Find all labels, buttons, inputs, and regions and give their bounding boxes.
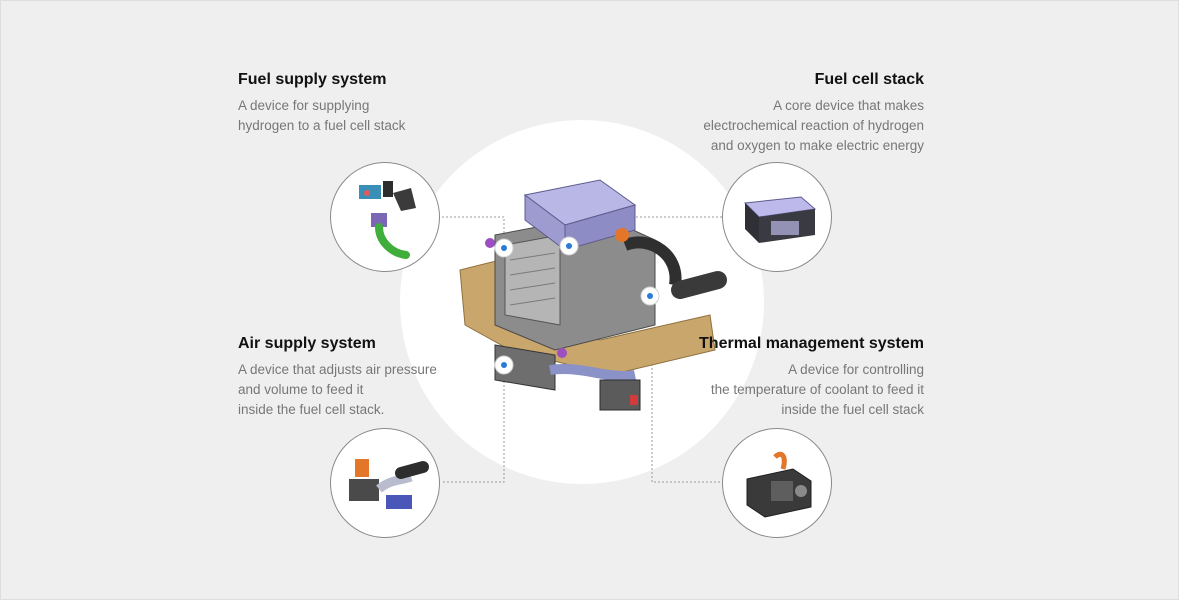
outlet-pipe	[671, 271, 727, 299]
fuel-supply-description: A device for supplying hydrogen to a fue…	[238, 96, 405, 136]
thermal-management-line-3: inside the fuel cell stack	[781, 402, 924, 417]
air-supply-title: Air supply system	[238, 335, 376, 352]
connector-air-supply	[442, 365, 505, 483]
hotspot-fuel-supply	[501, 245, 507, 251]
hotspot-fuel-cell-stack	[566, 243, 572, 249]
air-duct	[549, 364, 636, 381]
purple-fitting-lower	[557, 348, 567, 358]
fuel-cell-stack-icon	[743, 196, 817, 243]
fuel-cell-stack-thumbnail	[722, 162, 832, 272]
lower-radiator	[494, 344, 556, 391]
air-supply-description: A device that adjusts air pressure and v…	[238, 360, 437, 420]
air-supply-component-icon	[349, 459, 429, 509]
coolant-valve	[615, 228, 629, 242]
hotspot-thermal-management	[647, 293, 653, 299]
air-supply-thumbnail	[330, 428, 440, 538]
intake-hose	[622, 236, 682, 286]
red-connector	[630, 395, 638, 405]
fuel-supply-title: Fuel supply system	[238, 71, 387, 88]
purple-fitting	[485, 238, 495, 248]
thermal-management-thumbnail	[722, 428, 832, 538]
fuel-cell-stack-line-1: A core device that makes	[773, 98, 924, 113]
thermal-management-component-icon	[746, 451, 812, 518]
stack-side-panel	[504, 234, 561, 326]
thermal-management-line-2: the temperature of coolant to feed it	[710, 382, 924, 397]
fuel-cell-stack-description: A core device that makes electrochemical…	[640, 96, 924, 156]
air-supply-line-1: A device that adjusts air pressure	[238, 362, 437, 377]
fuel-supply-line-2: hydrogen to a fuel cell stack	[238, 118, 406, 133]
fuel-cell-module-illustration	[459, 179, 727, 411]
thermal-management-title: Thermal management system	[699, 335, 924, 352]
thermal-management-description: A device for controlling the temperature…	[640, 360, 924, 420]
hotspot-markers	[494, 236, 660, 375]
air-supply-line-2: and volume to feed it	[238, 382, 364, 397]
fuel-supply-line-1: A device for supplying	[238, 98, 370, 113]
air-supply-line-3: inside the fuel cell stack.	[238, 402, 385, 417]
fuel-cell-stack-title: Fuel cell stack	[814, 71, 924, 88]
fuel-supply-component-icon	[359, 181, 416, 259]
thermal-management-line-1: A device for controlling	[788, 362, 924, 377]
fuel-supply-thumbnail	[330, 162, 440, 272]
hotspot-air-supply	[501, 362, 507, 368]
fuel-cell-stack-line-3: and oxygen to make electric energy	[710, 138, 924, 153]
fuel-cell-stack-line-2: electrochemical reaction of hydrogen	[703, 118, 924, 133]
